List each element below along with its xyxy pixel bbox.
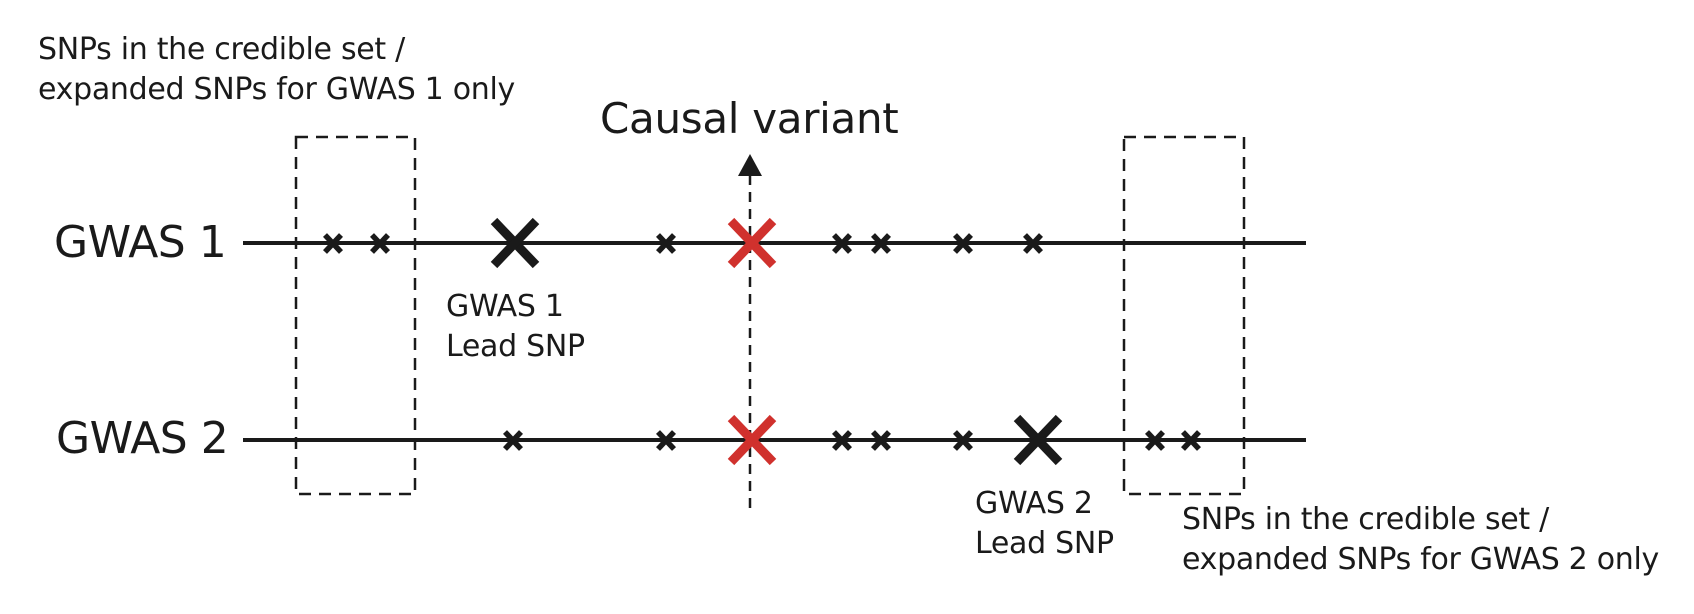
gwas1-only-note: SNPs in the credible set / expanded SNPs… (38, 30, 515, 110)
gwas1-only-note-line2: expanded SNPs for GWAS 1 only (38, 72, 515, 107)
snp-marker (831, 233, 853, 254)
snp-marker (870, 233, 892, 254)
snp-marker (1022, 233, 1044, 254)
gwas2-track-label: GWAS 2 (56, 413, 229, 464)
snp-marker (952, 233, 974, 254)
gwas2-lead-snp-label-line1: GWAS 2 (975, 486, 1093, 521)
causal-arrowhead (738, 154, 762, 176)
gwas1-lead-snp-marker (490, 217, 540, 269)
snp-marker (655, 233, 677, 254)
gwas2-lead-snp-label: GWAS 2 Lead SNP (975, 484, 1114, 564)
gwas2-lead-snp-label-line2: Lead SNP (975, 526, 1114, 561)
causal-variant-label: Causal variant (600, 94, 899, 143)
gwas2-lead-snp-marker (1013, 414, 1063, 466)
gwas2-only-note-line2: expanded SNPs for GWAS 2 only (1182, 542, 1659, 577)
gwas1-snps (322, 233, 1044, 254)
gwas1-lead-snp-label-line1: GWAS 1 (446, 289, 564, 324)
snp-marker (952, 430, 974, 451)
gwas1-track-label: GWAS 1 (54, 217, 227, 268)
snp-marker (1180, 430, 1202, 451)
gwas1-lead-snp-label: GWAS 1 Lead SNP (446, 287, 585, 367)
snp-marker (831, 430, 853, 451)
gwas2-only-note: SNPs in the credible set / expanded SNPs… (1182, 500, 1659, 580)
gwas1-only-note-line1: SNPs in the credible set / (38, 32, 405, 67)
snp-marker (369, 233, 391, 254)
gwas1-causal-snp-marker (727, 217, 777, 269)
snp-marker (870, 430, 892, 451)
snp-marker (322, 233, 344, 254)
gwas1-lead-snp-label-line2: Lead SNP (446, 329, 585, 364)
gwas2-snps (502, 430, 1202, 451)
gwas2-causal-snp-marker (727, 414, 777, 466)
gwas2-only-region-box (1122, 135, 1246, 496)
gwas2-only-note-line1: SNPs in the credible set / (1182, 502, 1549, 537)
snp-marker (655, 430, 677, 451)
snp-marker (502, 430, 524, 451)
snp-marker (1144, 430, 1166, 451)
